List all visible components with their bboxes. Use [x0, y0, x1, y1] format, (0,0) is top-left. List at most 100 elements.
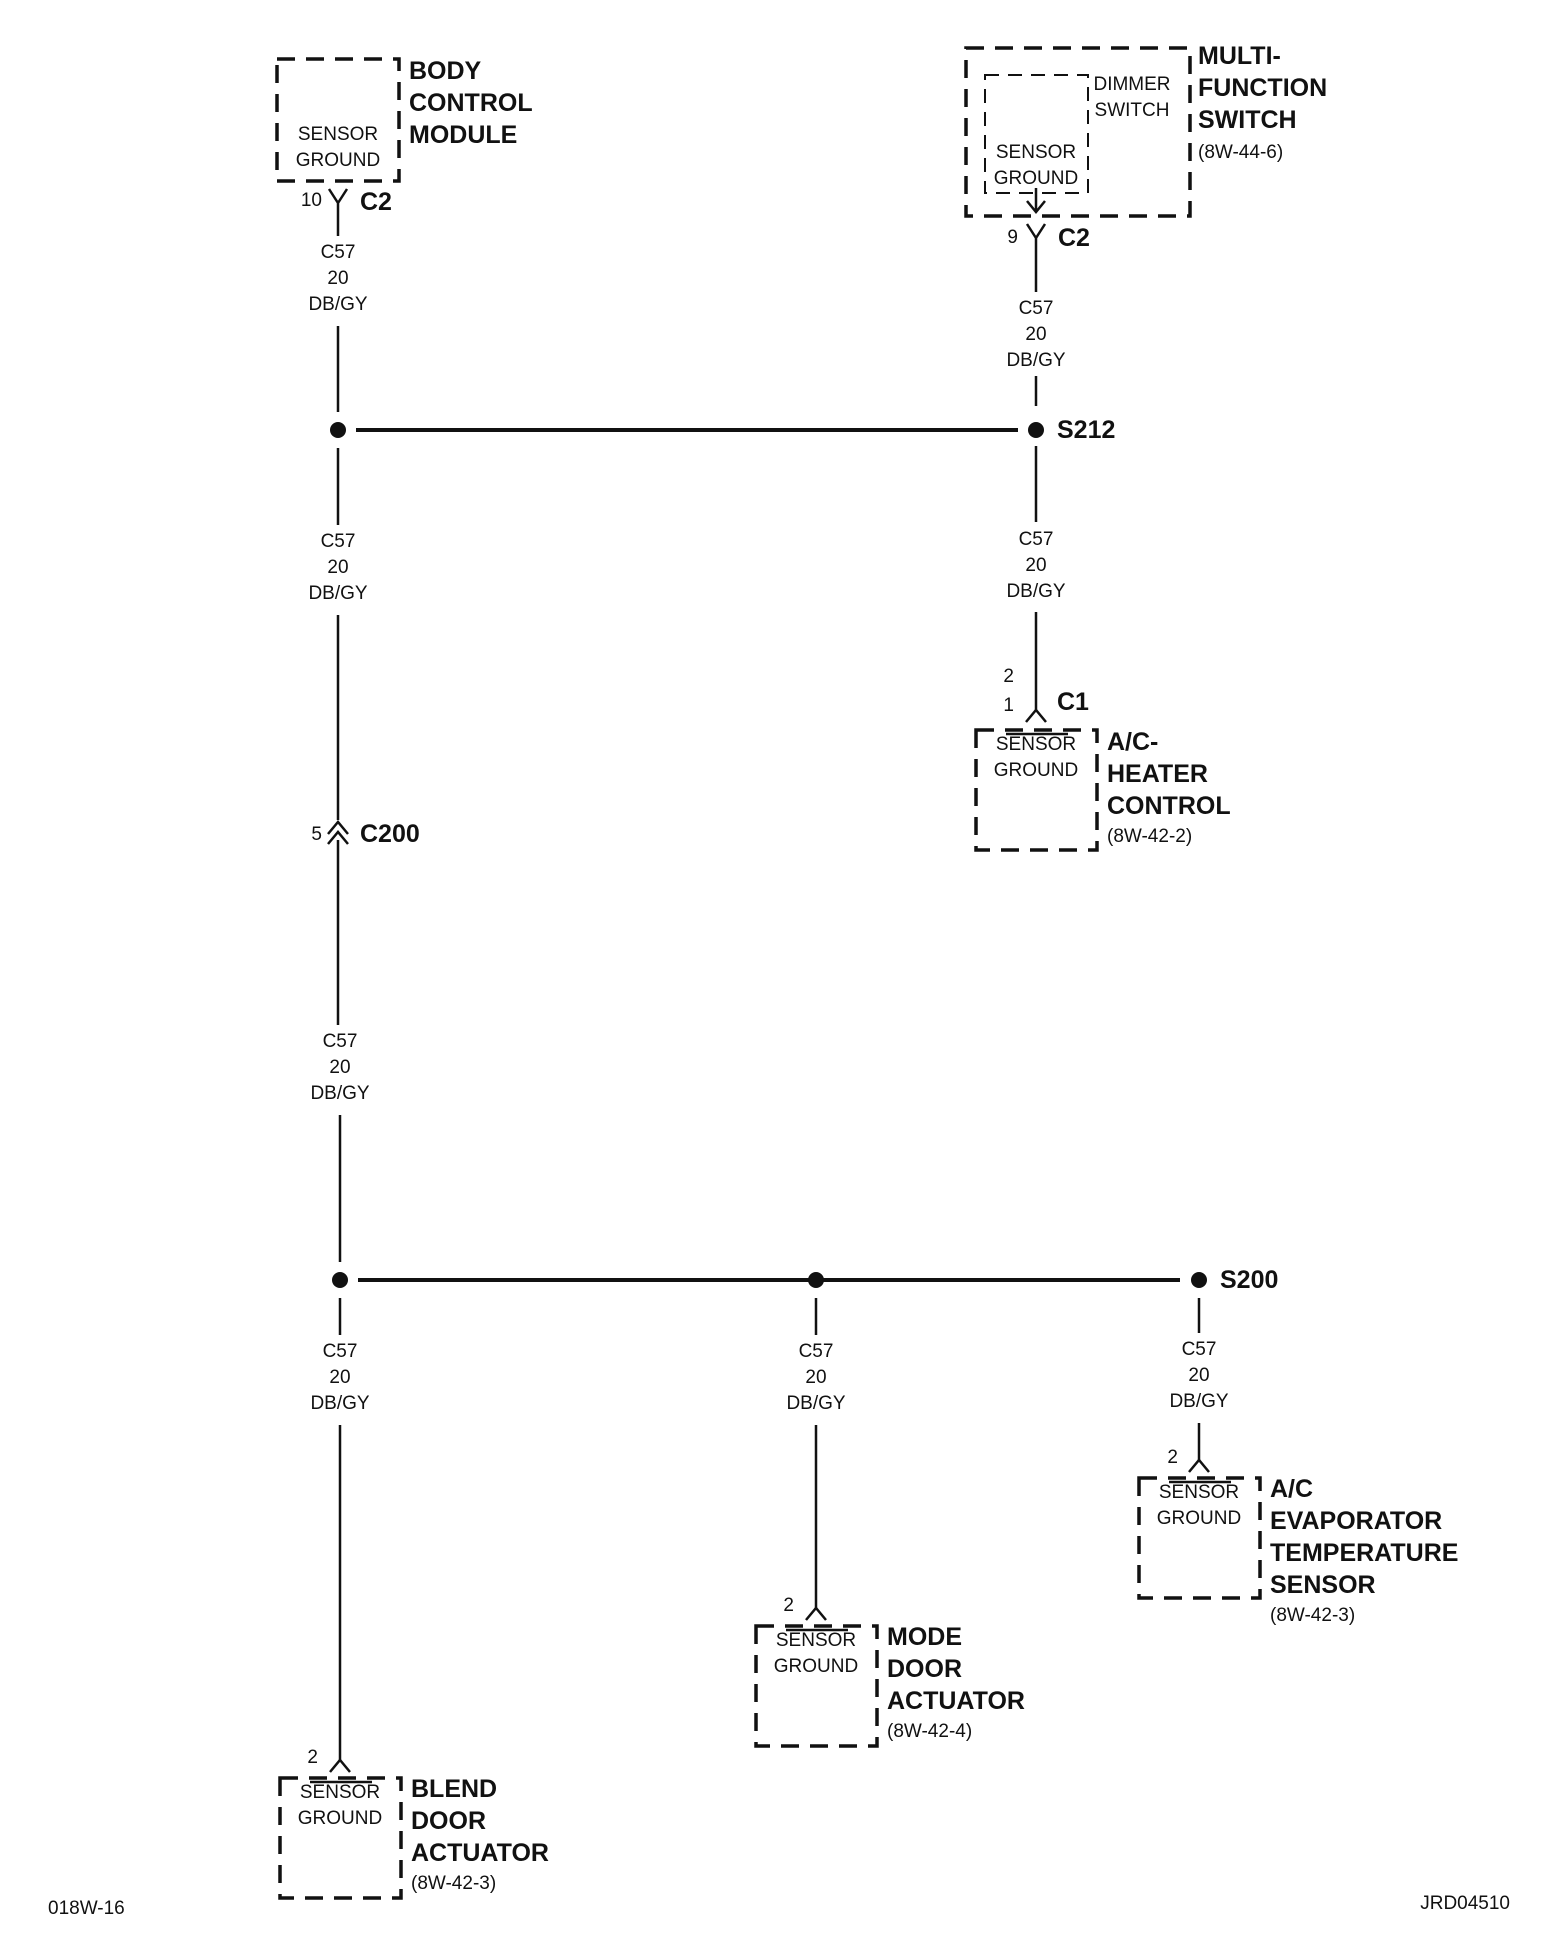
bda-reference: (8W-42-3)	[411, 1873, 496, 1894]
wire-gauge: 20	[1025, 555, 1046, 576]
bda-outline	[278, 1776, 403, 1900]
wire-color: DB/GY	[308, 583, 367, 604]
ach-connector-label: C1	[1057, 688, 1089, 716]
mfs-name-line-3: SWITCH	[1198, 106, 1297, 134]
footer-page-code: 018W-16	[48, 1898, 125, 1919]
bcm-name-line-2: CONTROL	[409, 89, 533, 117]
blend-door-actuator: 2 SENSOR GROUND BLEND DOOR ACTUATOR (8W-…	[278, 1747, 549, 1900]
splice-label-s212: S212	[1057, 416, 1115, 444]
bcm-internal-line-2: GROUND	[296, 150, 380, 171]
bda-internal-line-1: SENSOR	[300, 1782, 380, 1803]
wire-label-bda: C57 20 DB/GY	[310, 1341, 369, 1414]
wire-code: C57	[323, 1031, 358, 1052]
bcm-pin-number: 10	[301, 190, 322, 211]
wire-code: C57	[321, 531, 356, 552]
mda-internal-line-2: GROUND	[774, 1656, 858, 1677]
mfs-internal-line-1: SENSOR	[996, 142, 1076, 163]
aets-name-line-3: TEMPERATURE	[1270, 1539, 1458, 1567]
wire-label-bcm: C57 20 DB/GY	[308, 242, 367, 315]
ac-evaporator-temperature-sensor: 2 SENSOR GROUND A/C EVAPORATOR TEMPERATU…	[1137, 1447, 1458, 1626]
bcm-connector-label: C2	[360, 188, 392, 216]
wire-gauge: 20	[329, 1057, 350, 1078]
wire-label-left-mid: C57 20 DB/GY	[308, 531, 367, 604]
mfs-outline	[964, 46, 1192, 218]
multi-function-switch: DIMMER SWITCH SENSOR GROUND MULTI- FUNCT…	[964, 42, 1327, 292]
aets-internal-line-1: SENSOR	[1159, 1482, 1239, 1503]
wire-code: C57	[323, 1341, 358, 1362]
mfs-sub-line-2: SWITCH	[1095, 100, 1170, 121]
wire-code: C57	[1019, 529, 1054, 550]
mda-name-line-2: DOOR	[887, 1655, 962, 1683]
body-control-module: SENSOR GROUND BODY CONTROL MODULE 10 C2	[275, 57, 533, 236]
wire-color: DB/GY	[1006, 581, 1065, 602]
splice-label-s200: S200	[1220, 1266, 1278, 1294]
wire-code: C57	[321, 242, 356, 263]
aets-name-line-1: A/C	[1270, 1475, 1313, 1503]
wire-gauge: 20	[805, 1367, 826, 1388]
bda-name-line-3: ACTUATOR	[411, 1839, 549, 1867]
splice-s212: S212	[330, 416, 1115, 444]
ach-connector-symbol	[1025, 708, 1047, 723]
bda-connector-symbol	[329, 1758, 351, 1773]
wire-color: DB/GY	[786, 1393, 845, 1414]
splice-dot	[1028, 422, 1044, 438]
ach-reference: (8W-42-2)	[1107, 826, 1192, 847]
wire-gauge: 20	[327, 268, 348, 289]
ach-outline	[974, 728, 1099, 852]
ac-heater-control: 2 1 C1 SENSOR GROUND A/C- HEATER CONTROL…	[974, 666, 1231, 852]
splice-dot	[808, 1272, 824, 1288]
ach-name-line-2: HEATER	[1107, 760, 1208, 788]
mfs-name-line-1: MULTI-	[1198, 42, 1281, 70]
bcm-connector-symbol	[327, 188, 349, 236]
wires	[336, 326, 1201, 1760]
mfs-connector-symbol	[1025, 223, 1047, 292]
bcm-name-line-1: BODY	[409, 57, 482, 85]
wire-gauge: 20	[329, 1367, 350, 1388]
bcm-outline	[275, 57, 401, 183]
splice-dot	[330, 422, 346, 438]
wire-code: C57	[1182, 1339, 1217, 1360]
wire-color: DB/GY	[1169, 1391, 1228, 1412]
mda-outline	[754, 1624, 879, 1748]
wire-gauge: 20	[1025, 324, 1046, 345]
mda-name-line-3: ACTUATOR	[887, 1687, 1025, 1715]
splice-s200: S200	[332, 1266, 1278, 1294]
wire-label-mfs: C57 20 DB/GY	[1006, 298, 1065, 371]
splice-dot	[332, 1272, 348, 1288]
mfs-inner-switch-outline	[984, 74, 1089, 194]
bda-name-line-1: BLEND	[411, 1775, 497, 1803]
ach-pin-number-1: 2	[1003, 666, 1014, 687]
mfs-reference: (8W-44-6)	[1198, 142, 1283, 163]
mda-pin-number: 2	[783, 1595, 794, 1616]
mfs-ground-arrow-icon	[1026, 188, 1046, 214]
ach-name-line-1: A/C-	[1107, 728, 1158, 756]
aets-name-line-2: EVAPORATOR	[1270, 1507, 1442, 1535]
ach-internal-line-2: GROUND	[994, 760, 1078, 781]
ach-name-line-3: CONTROL	[1107, 792, 1231, 820]
bcm-internal-line-1: SENSOR	[298, 124, 378, 145]
mda-connector-symbol	[805, 1606, 827, 1621]
mfs-connector-label: C2	[1058, 224, 1090, 252]
inline-connector-icon	[327, 820, 349, 845]
c200-label: C200	[360, 820, 420, 848]
mfs-sub-line-1: DIMMER	[1093, 74, 1170, 95]
footer-figure-id: JRD04510	[1420, 1893, 1510, 1914]
wire-code: C57	[1019, 298, 1054, 319]
aets-connector-symbol	[1188, 1458, 1210, 1473]
mfs-internal-line-2: GROUND	[994, 168, 1078, 189]
wire-gauge: 20	[1188, 1365, 1209, 1386]
wire-color: DB/GY	[310, 1393, 369, 1414]
mda-internal-line-1: SENSOR	[776, 1630, 856, 1651]
wire-label-left-lower: C57 20 DB/GY	[310, 1031, 369, 1104]
inline-connector-c200: 5 C200	[311, 820, 419, 848]
bda-name-line-2: DOOR	[411, 1807, 486, 1835]
aets-pin-number: 2	[1167, 1447, 1178, 1468]
wire-label-mda: C57 20 DB/GY	[786, 1341, 845, 1414]
wire-label-ach: C57 20 DB/GY	[1006, 529, 1065, 602]
aets-outline	[1137, 1476, 1262, 1600]
wire-color: DB/GY	[308, 294, 367, 315]
bcm-name-line-3: MODULE	[409, 121, 517, 149]
wire-code: C57	[799, 1341, 834, 1362]
aets-name-line-4: SENSOR	[1270, 1571, 1376, 1599]
